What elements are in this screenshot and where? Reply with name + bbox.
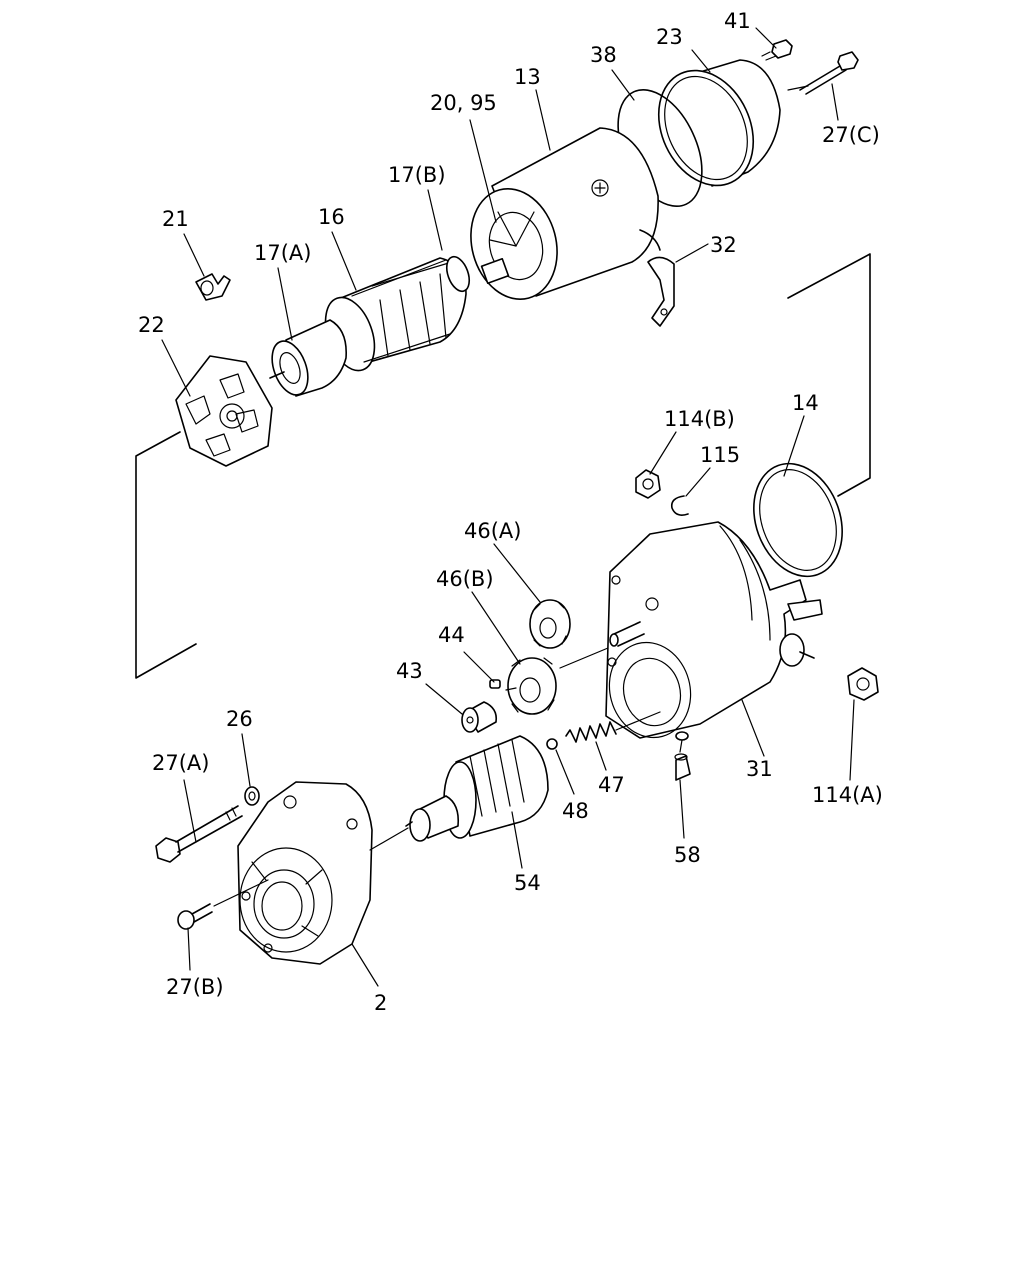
- label-47: 47: [598, 773, 625, 797]
- label-14: 14: [792, 391, 819, 415]
- part-43-collar: [461, 701, 498, 733]
- part-46a-gear: [529, 599, 571, 649]
- bracket-left: [135, 431, 197, 679]
- part-14-o-ring: [753, 462, 843, 578]
- label-21: 21: [162, 207, 189, 231]
- label-20-95: 20, 95: [430, 91, 497, 115]
- part-46b-gear: [507, 657, 557, 715]
- part-115-e-clip: [670, 495, 689, 516]
- label-2: 2: [374, 991, 387, 1015]
- label-38: 38: [590, 43, 617, 67]
- part-48-ball: [546, 738, 558, 750]
- label-46b: 46(B): [436, 567, 494, 591]
- part-44-pin: [489, 679, 501, 689]
- part-114a-nut: [847, 667, 879, 701]
- part-32-lead-wire: [639, 229, 675, 327]
- label-16: 16: [318, 205, 345, 229]
- label-17b: 17(B): [388, 163, 446, 187]
- part-47-spring: [565, 711, 661, 743]
- label-27b: 27(B): [166, 975, 224, 999]
- housing-shaft-pin: [609, 621, 645, 647]
- part-27c-bolt: [799, 51, 859, 95]
- label-48: 48: [562, 799, 589, 823]
- label-58: 58: [674, 843, 701, 867]
- part-54-pinion-clutch: [405, 735, 549, 842]
- part-27b-screw: [177, 903, 213, 930]
- label-41: 41: [724, 9, 751, 33]
- label-26: 26: [226, 707, 253, 731]
- label-43: 43: [396, 659, 423, 683]
- label-32: 32: [710, 233, 737, 257]
- part-23-end-cap: [657, 59, 781, 187]
- part-17a-bearing: [269, 319, 347, 397]
- label-54: 54: [514, 871, 541, 895]
- part-2-front-housing: [237, 781, 373, 965]
- label-114b: 114(B): [664, 407, 735, 431]
- label-23: 23: [656, 25, 683, 49]
- part-31-gear-housing: [605, 521, 823, 739]
- part-58-sleeve: [674, 731, 691, 781]
- label-46a: 46(A): [464, 519, 521, 543]
- assembly-center-lines: [213, 85, 809, 907]
- part-26-washer: [244, 786, 260, 806]
- label-17a: 17(A): [254, 241, 311, 265]
- label-115: 115: [700, 443, 740, 467]
- label-27a: 27(A): [152, 751, 209, 775]
- label-44: 44: [438, 623, 465, 647]
- part-114b-nut: [635, 469, 661, 499]
- part-22-brush-holder: [175, 355, 273, 467]
- part-41-bolt: [761, 39, 793, 61]
- label-114a: 114(A): [812, 783, 883, 807]
- label-13: 13: [514, 65, 541, 89]
- part-21-brush-clip: [195, 273, 231, 301]
- label-31: 31: [746, 757, 773, 781]
- label-22: 22: [138, 313, 165, 337]
- label-27c: 27(C): [822, 123, 880, 147]
- part-labels: 41 23 38 13 20, 95 27(C) 17(B) 21 16 17(…: [138, 9, 883, 1015]
- part-27a-bolt: [155, 805, 243, 863]
- part-13-yoke: [470, 127, 659, 300]
- bracket-right: [787, 253, 871, 497]
- leader-lines: [161, 27, 855, 987]
